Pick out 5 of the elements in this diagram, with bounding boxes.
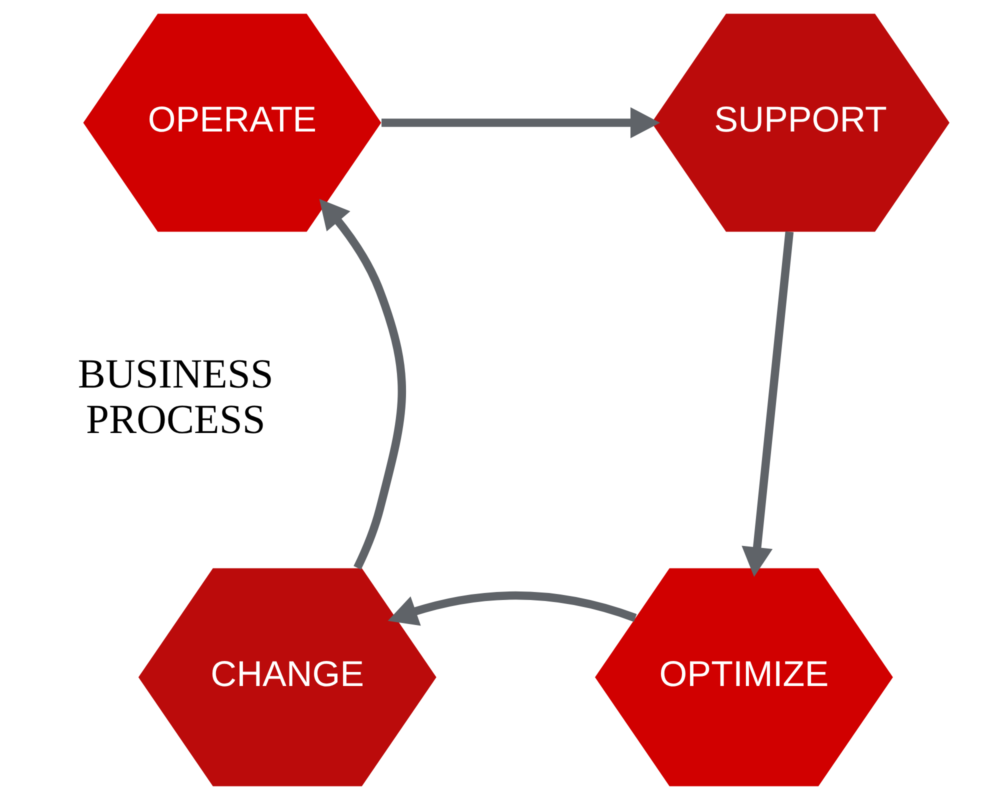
arrow [387,592,636,626]
arrow [741,231,794,577]
arrow [381,107,660,138]
label: BUSINESS PROCESS [77,350,273,442]
arrow [318,198,406,570]
